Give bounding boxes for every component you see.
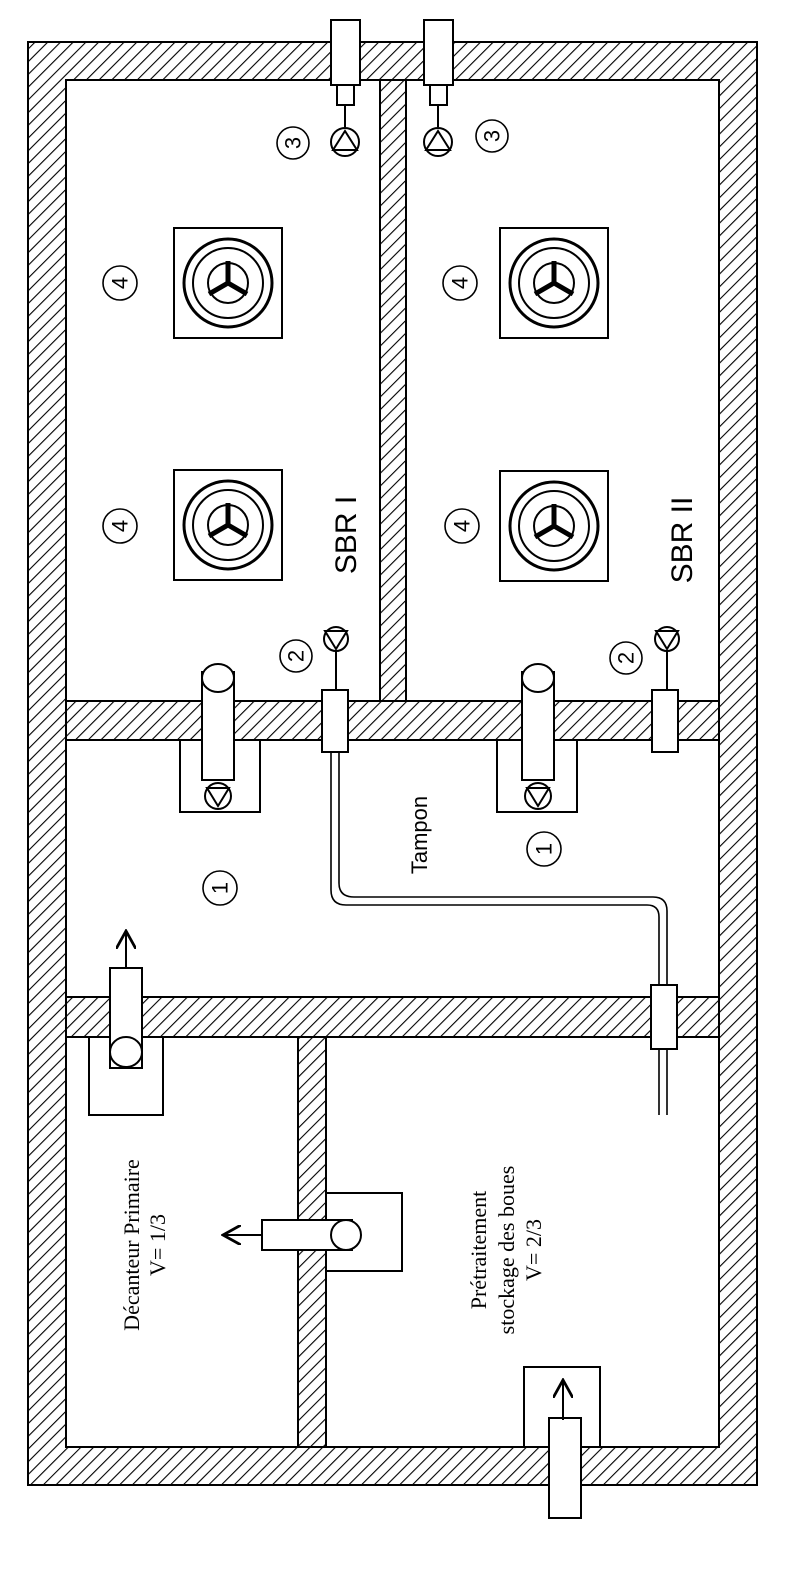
marker-4: 4: [102, 265, 138, 301]
marker-1: 1: [526, 831, 562, 867]
aerator-icon: [173, 469, 283, 581]
marker-4: 4: [442, 265, 478, 301]
tampon-label: Tampon: [407, 796, 432, 874]
aerator-icon: [173, 227, 283, 339]
pretraitement-label-line2: stockage des boues: [494, 1166, 519, 1335]
decant-pipe-sbr2: [423, 19, 454, 86]
pretraitement-label-line1: Prétraitement: [466, 1191, 491, 1310]
aerator-icon: [499, 227, 609, 339]
sbr1-label: SBR I: [330, 496, 363, 574]
pump-icon: [423, 127, 453, 157]
pipe-sleeve-sbr2: [651, 689, 679, 753]
pretraitement-label-line3: V= 2/3: [521, 1219, 546, 1281]
svg-text:4: 4: [450, 520, 475, 532]
pump-icon: [524, 782, 552, 810]
pump-icon: [204, 782, 232, 810]
number-markers: 3 3 4 4 4 4 2 2: [102, 119, 643, 906]
decanteur-outlet: [88, 933, 164, 1116]
svg-text:1: 1: [532, 843, 557, 855]
decanteur-label-line1: Décanteur Primaire: [119, 1159, 144, 1331]
wall-tampon-bottom: [65, 996, 720, 1038]
wall-sbr-divider: [379, 79, 407, 702]
wall-sbr-bottom: [65, 700, 720, 741]
svg-text:4: 4: [448, 277, 473, 289]
marker-3: 3: [475, 119, 509, 153]
marker-2: 2: [279, 639, 313, 673]
svg-text:3: 3: [281, 137, 306, 149]
marker-4: 4: [102, 508, 138, 544]
decant-pipe-sbr1: [330, 19, 361, 86]
pipe-sleeve-tampon: [650, 984, 678, 1050]
sbr2-label: SBR II: [666, 497, 699, 584]
svg-text:3: 3: [480, 130, 505, 142]
pump-icon: [654, 626, 680, 652]
pipe-sleeve-sbr1: [321, 689, 349, 753]
svg-text:2: 2: [284, 650, 309, 662]
aerators: [173, 227, 609, 582]
outer-wall: [27, 41, 758, 1486]
svg-text:4: 4: [108, 277, 133, 289]
feed-pumps: [179, 663, 578, 813]
decanteur-label: Décanteur Primaire V= 1/3: [119, 1159, 170, 1331]
marker-1: 1: [202, 870, 238, 906]
decant-pipe-sbr2-inner: [429, 84, 448, 106]
pump-icons: [323, 127, 680, 690]
svg-text:1: 1: [208, 882, 233, 894]
marker-4: 4: [444, 508, 480, 544]
marker-3: 3: [276, 126, 310, 160]
inlet: [523, 1366, 601, 1519]
svg-text:4: 4: [108, 520, 133, 532]
pump-icon: [330, 127, 360, 157]
sludge-pipe: [321, 689, 679, 1115]
decanteur-label-line2: V= 1/3: [145, 1214, 170, 1276]
pump-icon: [323, 626, 349, 652]
aerator-icon: [499, 470, 609, 582]
transfer-box: [225, 1192, 403, 1272]
decant-pipe-sbr1-inner: [336, 84, 355, 106]
marker-2: 2: [609, 641, 643, 675]
decant-pipes: [330, 19, 454, 127]
svg-text:2: 2: [614, 652, 639, 664]
pretraitement-label: Prétraitement stockage des boues V= 2/3: [466, 1166, 546, 1335]
